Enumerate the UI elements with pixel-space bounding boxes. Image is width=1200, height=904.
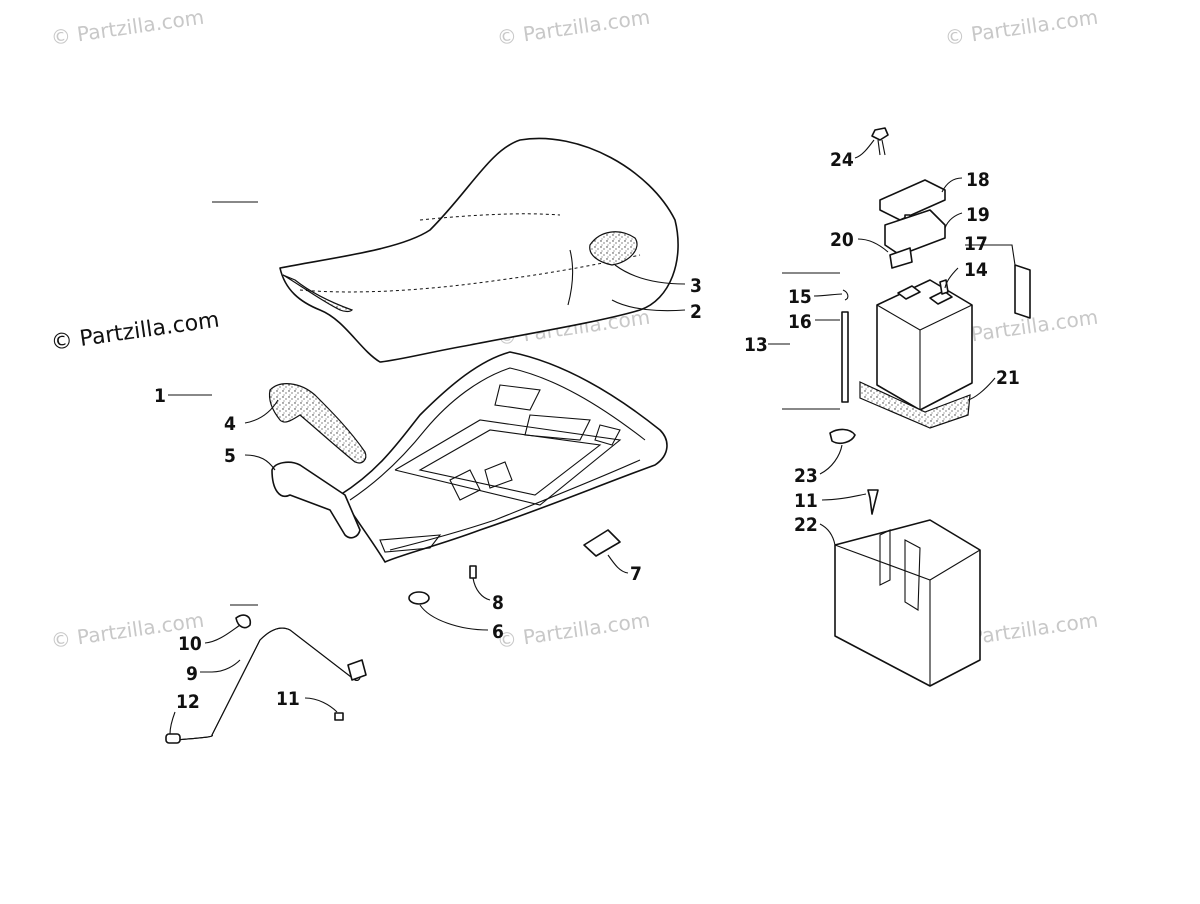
callout-21: 21	[996, 367, 1020, 389]
leader-11-right	[821, 493, 867, 501]
watermark-mid-left: © Partzilla.com	[49, 308, 221, 356]
callout-14: 14	[964, 259, 988, 281]
bolt-right	[867, 489, 879, 515]
callout-11-left: 11	[276, 688, 300, 710]
wing-nut	[871, 127, 889, 141]
leader-15	[813, 293, 843, 297]
leader-3	[614, 264, 686, 285]
side-pad	[1014, 264, 1031, 319]
callout-12: 12	[176, 691, 200, 713]
leader-4	[244, 399, 279, 424]
callout-20: 20	[830, 229, 854, 251]
callout-10: 10	[178, 633, 202, 655]
battery-rod	[841, 311, 849, 403]
leader-8	[472, 577, 491, 601]
leader-9	[200, 659, 241, 673]
callout-23: 23	[794, 465, 818, 487]
leader-17	[965, 244, 1016, 266]
callout-4: 4	[224, 413, 236, 435]
leader-24	[854, 139, 875, 159]
watermark-top-center: © Partzilla.com	[495, 5, 651, 50]
callout-6: 6	[492, 621, 504, 643]
leader-19	[944, 212, 963, 229]
leader-18	[941, 177, 963, 193]
battery-box	[834, 519, 981, 687]
callout-11-right: 11	[794, 490, 818, 512]
leader-23	[819, 444, 843, 475]
callout-17: 17	[964, 233, 988, 255]
callout-1: 1	[154, 385, 166, 407]
watermark-top-left: © Partzilla.com	[49, 5, 205, 50]
leader-20	[857, 238, 889, 253]
pin	[469, 565, 477, 579]
callout-9: 9	[186, 663, 198, 685]
battery-hold-down	[879, 179, 946, 269]
callout-2: 2	[690, 301, 702, 323]
callout-16: 16	[788, 311, 812, 333]
seat-base-pan	[339, 351, 668, 563]
callout-18: 18	[966, 169, 990, 191]
watermark-bottom-center: © Partzilla.com	[495, 608, 651, 653]
leader-11-left	[304, 697, 338, 713]
callout-22: 22	[794, 514, 818, 536]
leader-14	[944, 267, 959, 289]
leader-6	[419, 604, 489, 631]
callout-24: 24	[830, 149, 854, 171]
latch-plate	[583, 529, 621, 557]
callout-3: 3	[690, 275, 702, 297]
watermark-top-right: © Partzilla.com	[943, 5, 1099, 50]
callout-7: 7	[630, 563, 642, 585]
callout-8: 8	[492, 592, 504, 614]
leader-2	[611, 299, 686, 312]
battery-pad	[859, 381, 971, 429]
battery	[876, 279, 973, 411]
foam-pad	[268, 383, 367, 464]
leader-5	[244, 454, 276, 471]
leader-10	[204, 624, 241, 644]
callout-13: 13	[744, 334, 768, 356]
leader-22	[819, 523, 836, 546]
seat-hinge-bracket	[271, 461, 361, 539]
seat-cushion	[279, 137, 679, 363]
clip	[842, 289, 849, 301]
seat-latch-rod	[165, 614, 367, 744]
strap-clip	[829, 428, 856, 444]
leader-7	[607, 554, 629, 574]
leader-21	[967, 377, 996, 401]
callout-5: 5	[224, 445, 236, 467]
leader-12	[169, 711, 176, 735]
callout-15: 15	[788, 286, 812, 308]
callout-19: 19	[966, 204, 990, 226]
grommet	[408, 591, 430, 605]
